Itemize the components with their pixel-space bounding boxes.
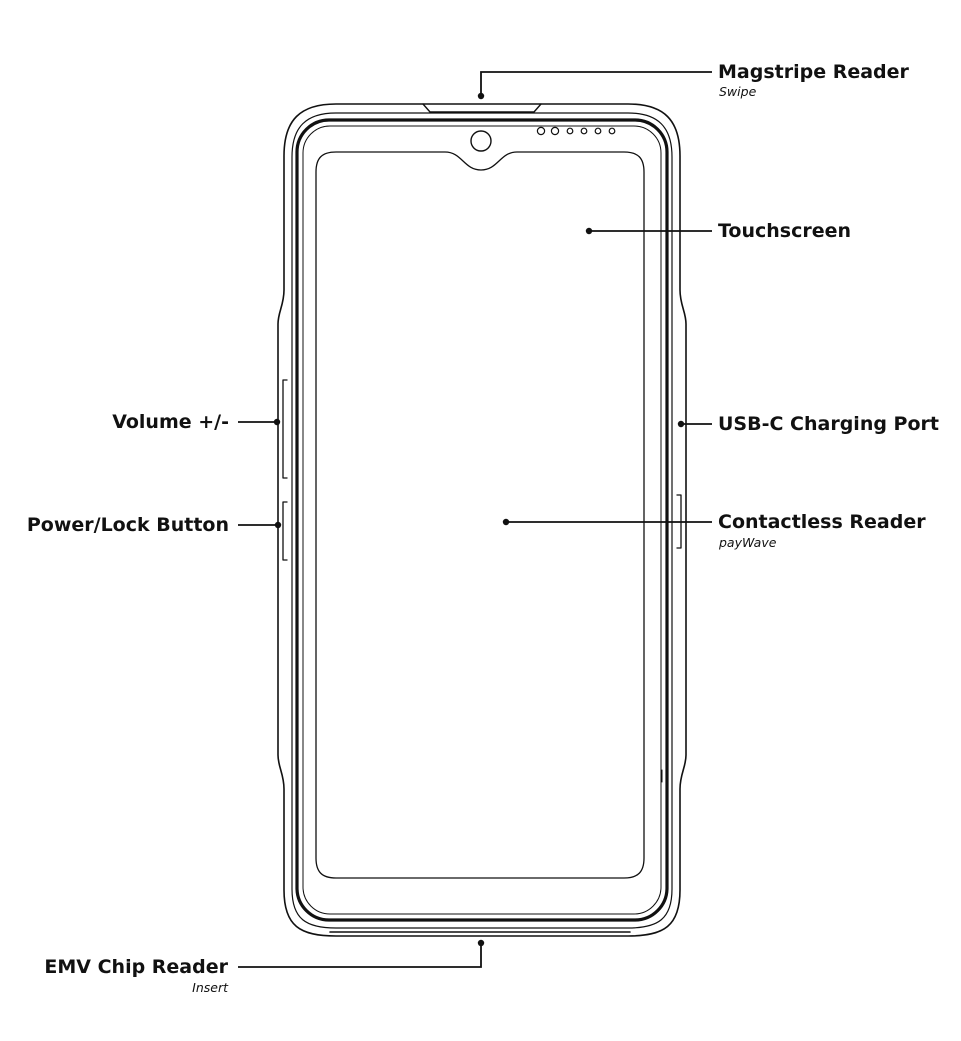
contactless-dot — [502, 518, 510, 526]
contactless-sublabel: payWave — [719, 535, 777, 550]
power-dot — [274, 521, 282, 529]
camera-icon — [470, 130, 492, 152]
sensor-dots — [536, 126, 616, 136]
device-body — [295, 118, 669, 922]
power-label: Power/Lock Button — [26, 514, 229, 536]
emv-label: EMV Chip Reader — [44, 956, 228, 978]
magstripe-label: Magstripe Reader — [718, 61, 909, 83]
outer-case — [277, 103, 687, 937]
emv-leader — [238, 943, 482, 968]
volume-button — [282, 379, 288, 479]
emv-dot — [477, 939, 485, 947]
usb-dot — [677, 420, 685, 428]
magstripe-sublabel: Swipe — [719, 84, 757, 99]
device-bezel-line — [302, 125, 662, 915]
emv-sublabel: Insert — [192, 980, 228, 995]
power-button — [282, 501, 288, 561]
volume-label: Volume +/- — [112, 411, 229, 433]
volume-dot — [273, 418, 281, 426]
inner-case — [291, 112, 673, 929]
touchscreen-label: Touchscreen — [718, 220, 852, 242]
usb-label: USB-C Charging Port — [718, 413, 939, 435]
contactless-label: Contactless Reader — [718, 511, 926, 533]
magstripe-dot — [477, 92, 485, 100]
magstripe-slot — [422, 103, 542, 113]
magstripe-leader — [480, 71, 712, 96]
touchscreen-outline — [315, 151, 645, 879]
touchscreen-dot — [585, 227, 593, 235]
